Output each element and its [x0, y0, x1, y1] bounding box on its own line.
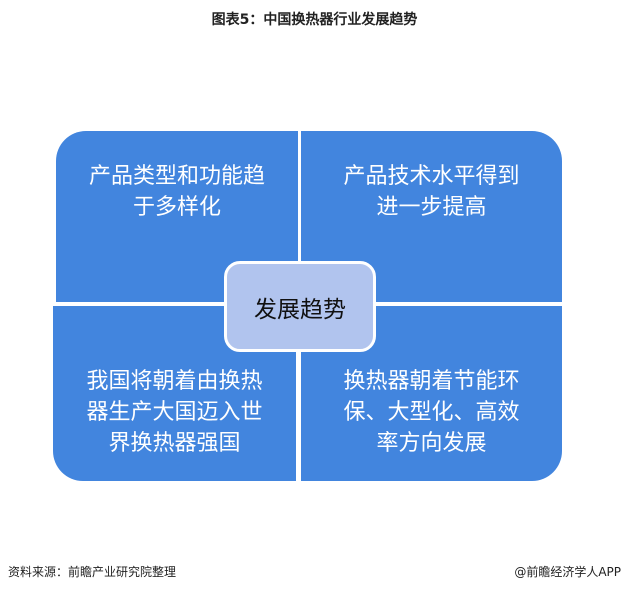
- quadrant-text: 我国将朝着由换热: [86, 369, 263, 394]
- quadrant-top-left: 产品类型和功能趋 于多样化: [56, 131, 298, 302]
- quadrant-text: 于多样化: [132, 195, 221, 220]
- quadrant-text: 产品类型和功能趋: [88, 164, 265, 189]
- chart-title: 图表5：中国换热器行业发展趋势: [211, 12, 418, 28]
- source-note: 资料来源：前瞻产业研究院整理: [8, 565, 177, 579]
- quadrant-text: 进一步提高: [376, 195, 487, 220]
- credit-note: @前瞻经济学人APP: [514, 565, 621, 579]
- quadrant-text: 器生产大国迈入世: [86, 400, 263, 425]
- quadrant-text: 产品技术水平得到: [343, 164, 520, 189]
- center-label: 发展趋势: [224, 261, 376, 352]
- quadrant-text: 率方向发展: [376, 431, 487, 456]
- quadrant-text: 界换热器强国: [108, 431, 241, 456]
- quadrant-text: 保、大型化、高效: [343, 400, 520, 425]
- quadrant-text: 换热器朝着节能环: [343, 369, 520, 394]
